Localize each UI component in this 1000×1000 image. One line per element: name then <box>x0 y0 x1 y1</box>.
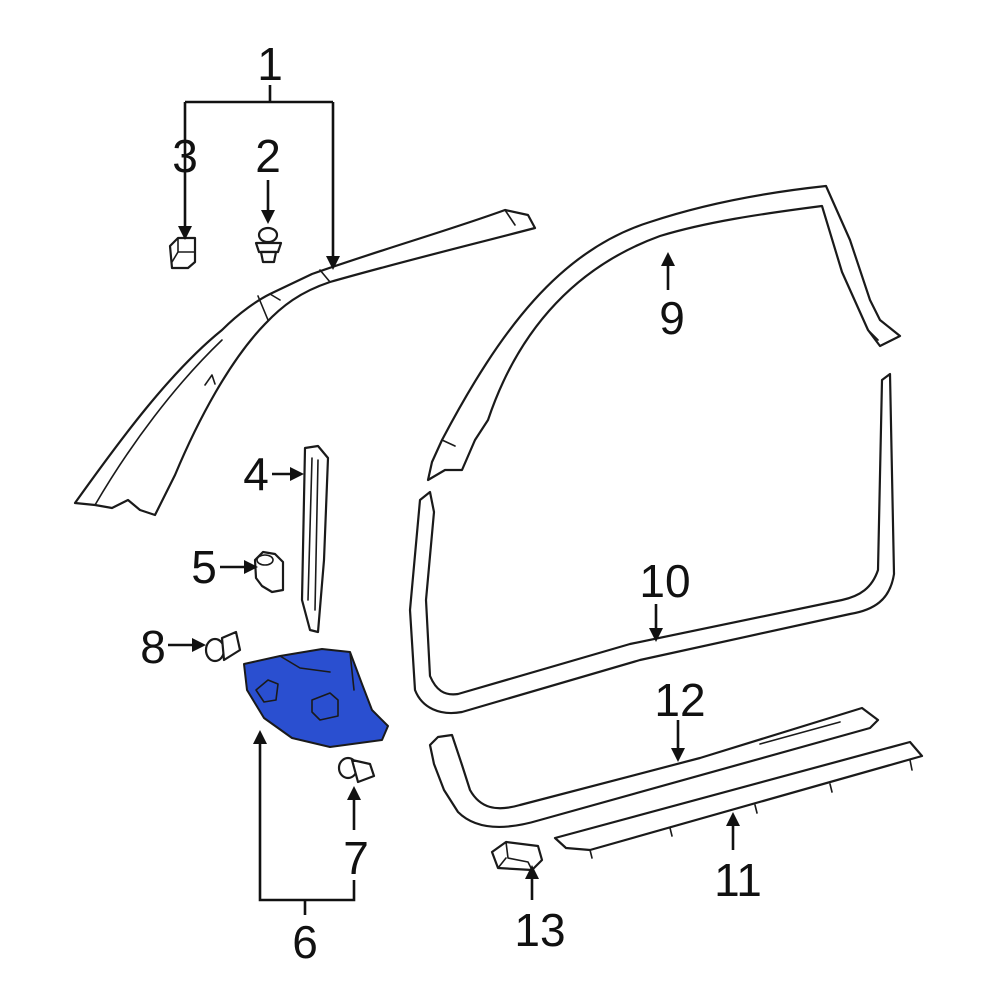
part-10-weatherstrip-lower[interactable] <box>408 372 896 715</box>
part-3-clip[interactable] <box>168 236 197 270</box>
callout-5: 5 <box>191 541 217 593</box>
part-4-trim-strip[interactable] <box>300 444 330 634</box>
part-8-push-clip[interactable] <box>204 630 242 663</box>
callout-9: 9 <box>659 292 685 344</box>
part-1-pillar-garnish[interactable] <box>73 208 537 517</box>
part-11-rocker-moulding[interactable] <box>553 740 924 859</box>
part-7-bolt[interactable] <box>337 756 376 784</box>
callout-1: 1 <box>257 38 283 90</box>
part-9-weatherstrip-upper[interactable] <box>426 184 902 482</box>
callout-12: 12 <box>654 674 705 726</box>
part-13-clip-block[interactable] <box>490 840 544 872</box>
arrowheads <box>178 210 740 879</box>
callout-3: 3 <box>172 130 198 182</box>
part-12-scuff-plate[interactable] <box>428 706 880 829</box>
part-2-fastener[interactable] <box>254 226 283 264</box>
callout-11: 11 <box>714 854 762 906</box>
callout-13: 13 <box>514 904 565 956</box>
callout-8: 8 <box>140 621 166 673</box>
callout-4: 4 <box>243 448 269 500</box>
part-5-retainer[interactable] <box>253 550 285 594</box>
callout-6: 6 <box>292 916 318 968</box>
callout-2: 2 <box>255 130 281 182</box>
leader-lines <box>168 85 735 915</box>
callout-labels: 1 2 3 4 5 8 7 6 9 10 12 11 13 <box>140 38 762 968</box>
part-6-cowl-side-trim[interactable] <box>243 648 389 748</box>
callout-10: 10 <box>639 555 690 607</box>
callout-7: 7 <box>343 832 369 884</box>
